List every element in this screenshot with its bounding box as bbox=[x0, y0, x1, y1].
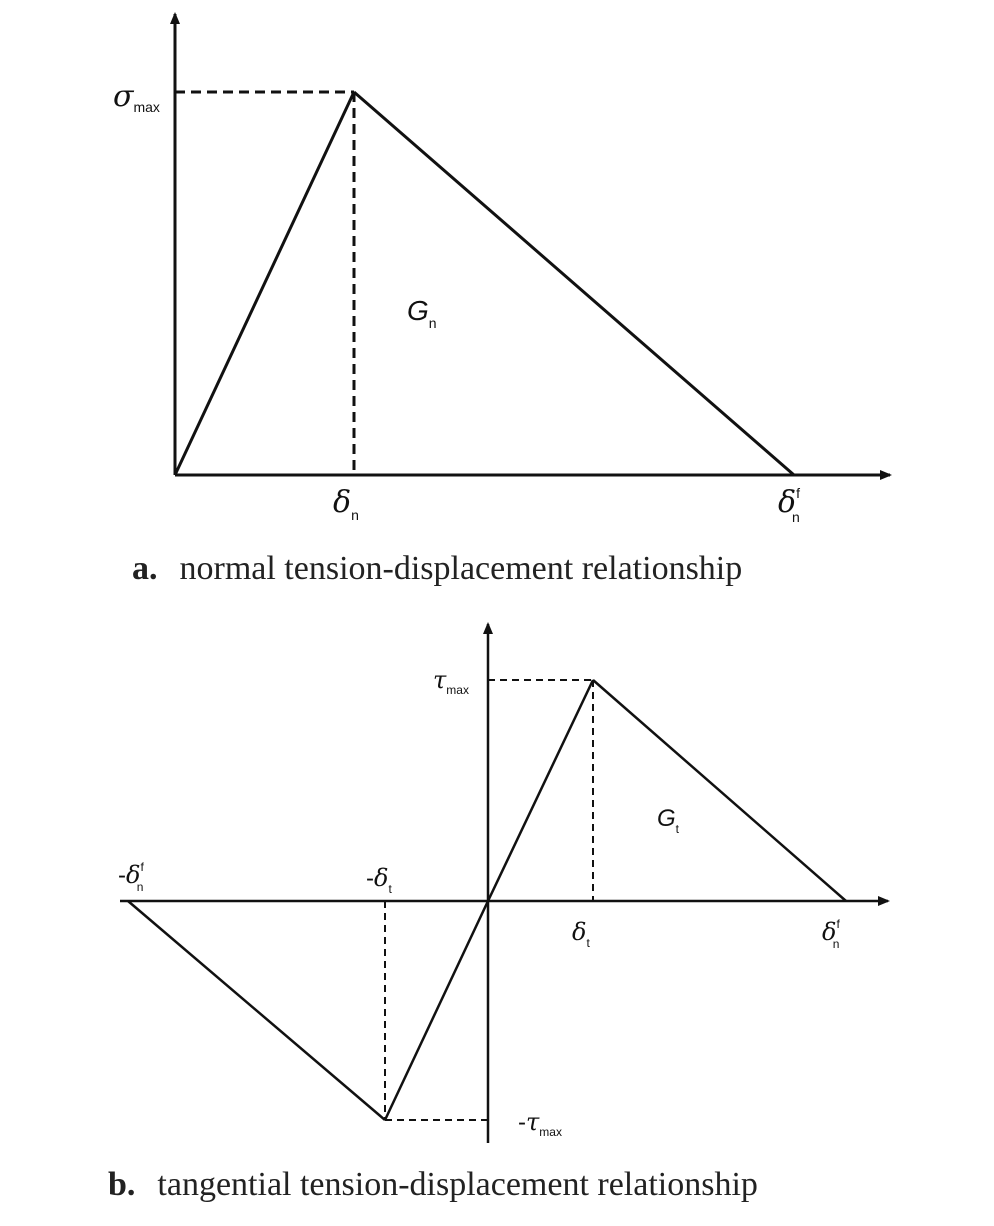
panel-a-softening-segment bbox=[353, 90, 795, 477]
panel-b-y-min-label: -τmax bbox=[518, 1108, 562, 1139]
panel-a-x-peak-label: δn bbox=[333, 485, 359, 523]
panel-a-caption: a. normal tension-displacement relationsh… bbox=[132, 550, 742, 588]
panel-b-x-peak-label: δt bbox=[572, 918, 590, 950]
panel-a-rising-segment bbox=[173, 91, 356, 476]
panel-b-caption-text: tangential tension-displacement relation… bbox=[157, 1166, 758, 1203]
panel-b-positive-softening-segment bbox=[592, 679, 847, 902]
panel-b-y-peak-label: τmax bbox=[433, 666, 469, 697]
panel-b-area-label: Gt bbox=[657, 805, 680, 836]
panel-a-y-peak-label: σmax bbox=[113, 79, 160, 115]
panel-b-caption-tag: b. bbox=[108, 1166, 136, 1203]
panel-b-caption: b. tangential tension-displacement relati… bbox=[108, 1166, 758, 1204]
panel-a-area-label: Gn bbox=[407, 295, 437, 331]
panel-a-caption-text: normal tension-displacement relationship bbox=[179, 550, 743, 587]
panel-b-negative-softening-segment bbox=[127, 900, 386, 1121]
panel-b-x-neg-peak-label: -δt bbox=[366, 864, 392, 896]
panel-a-caption-tag: a. bbox=[132, 550, 158, 587]
panel-b-negative-rising-segment bbox=[383, 900, 490, 1121]
panel-b-positive-rising-segment bbox=[486, 679, 595, 902]
